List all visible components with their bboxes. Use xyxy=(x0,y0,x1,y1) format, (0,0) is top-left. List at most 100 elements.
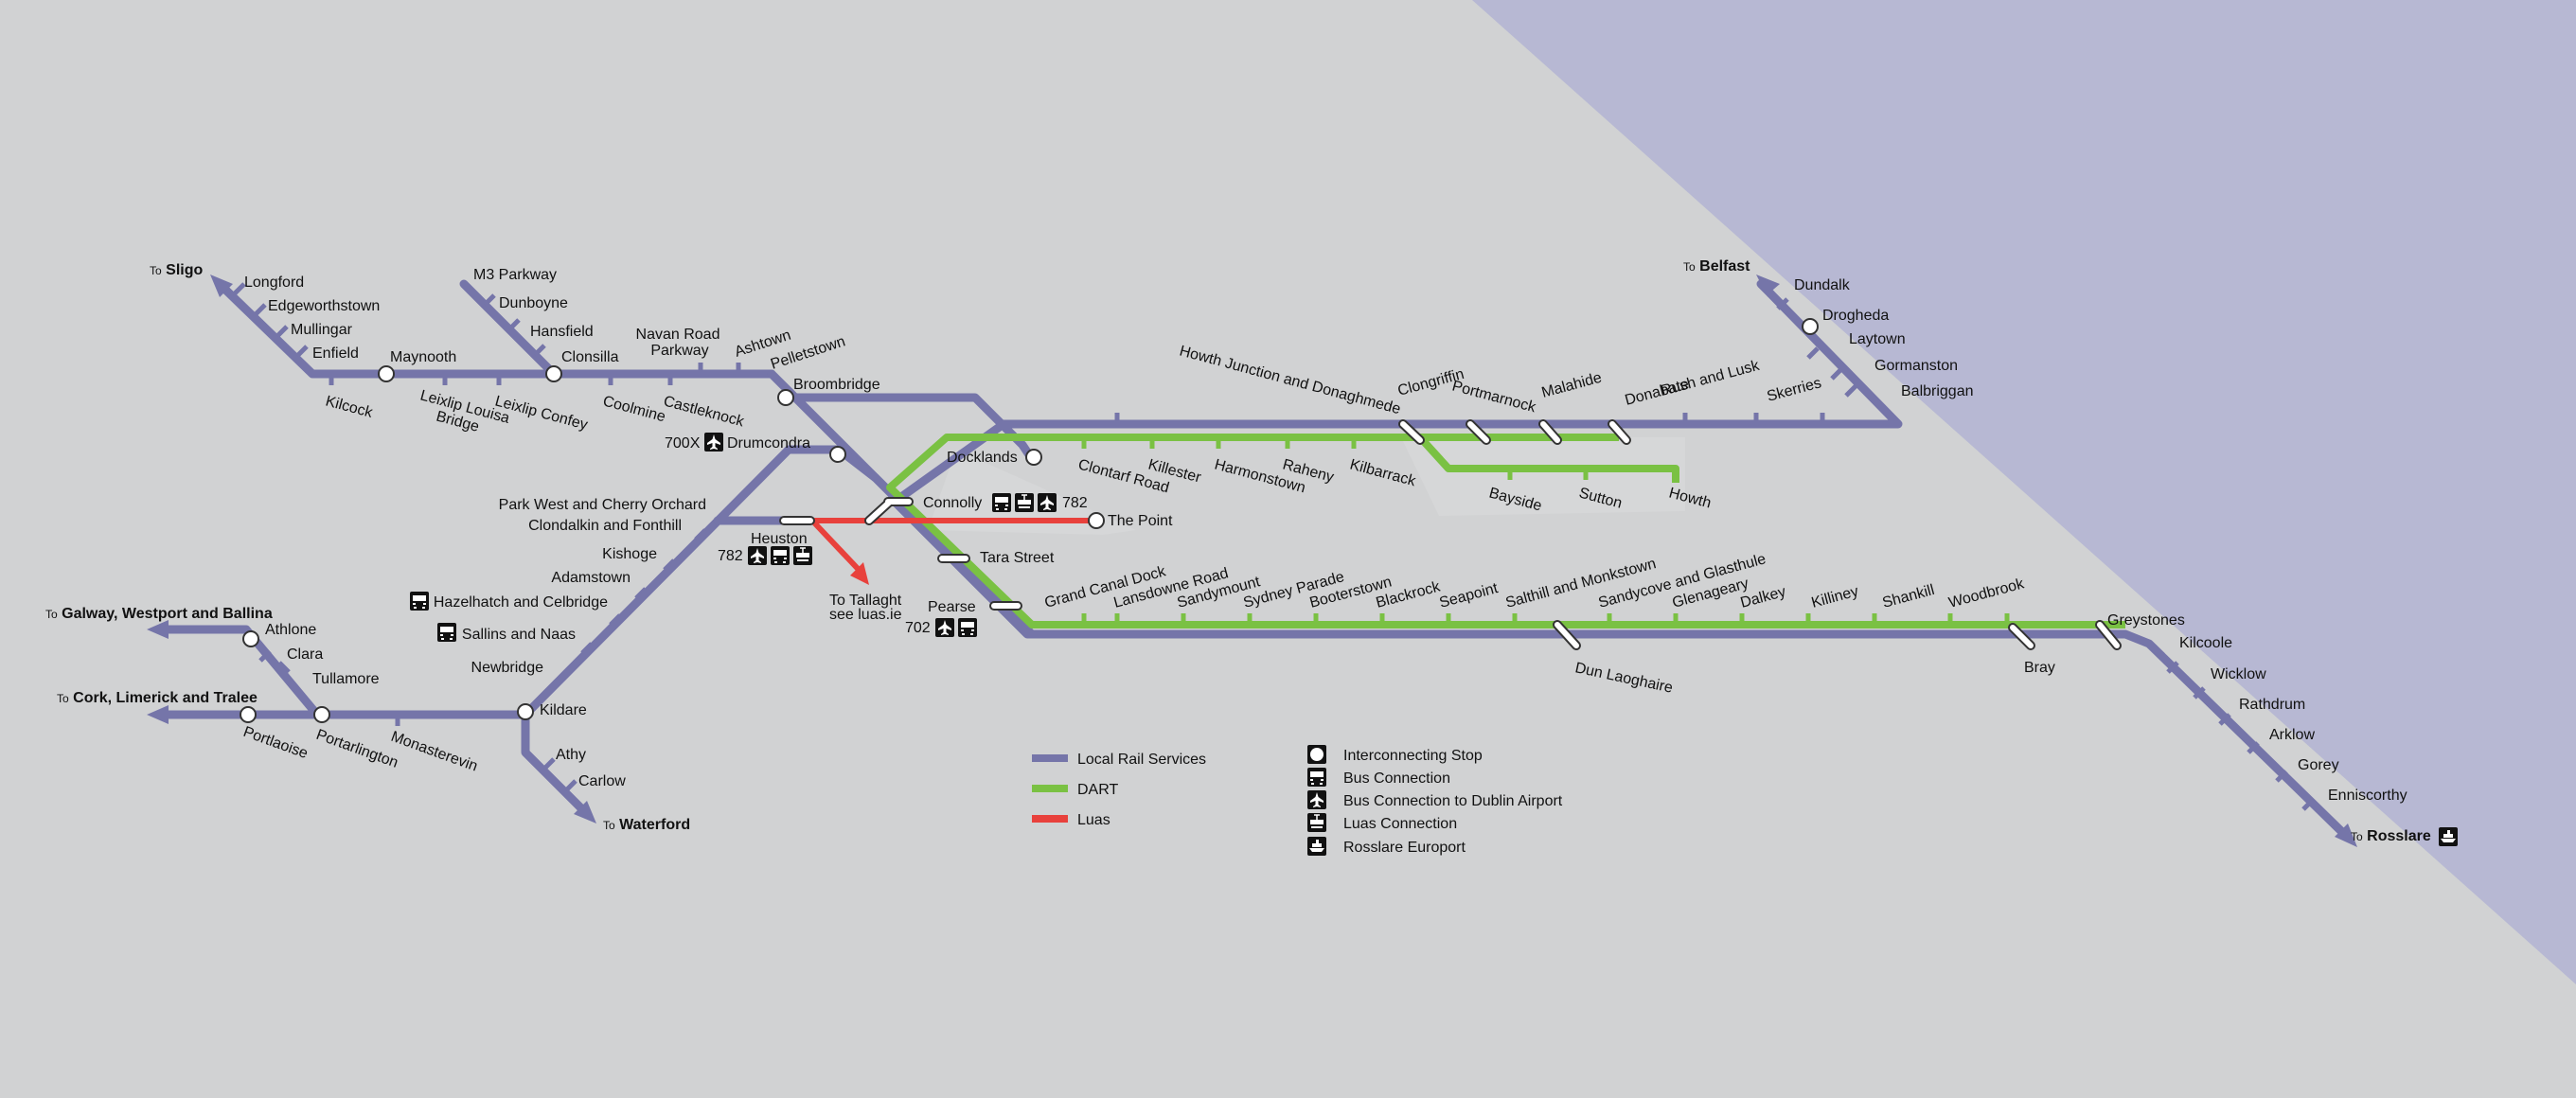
route-heuston: 782 xyxy=(718,548,743,564)
route-connolly: 782 xyxy=(1062,495,1088,511)
station-clara: Clara xyxy=(287,646,323,663)
station-dundalk: Dundalk xyxy=(1794,277,1851,293)
legend-label-local-rail: Local Rail Services xyxy=(1077,752,1206,768)
local-rail-lines xyxy=(156,279,2348,838)
tram-icon xyxy=(1306,812,1327,833)
tram-icon xyxy=(792,545,813,566)
station-mullingar: Mullingar xyxy=(291,322,353,338)
dart-line xyxy=(886,434,2125,629)
destination-rosslare: To Rosslare xyxy=(2351,828,2431,844)
station-tara-street: Tara Street xyxy=(980,550,1055,566)
airplane-icon xyxy=(704,433,723,452)
legend-label-luas-connection: Luas Connection xyxy=(1343,816,1457,832)
station-park-west: Park West and Cherry Orchard xyxy=(499,497,706,513)
station-kilbarrack: Kilbarrack xyxy=(1348,456,1418,489)
interchange-connectors-fill xyxy=(781,421,2120,648)
station-broombridge: Broombridge xyxy=(793,377,880,393)
airplane-icon xyxy=(748,546,767,565)
station-malahide: Malahide xyxy=(1540,370,1604,401)
airplane-icon xyxy=(1038,493,1057,512)
station-monasterevin: Monasterevin xyxy=(389,729,480,775)
station-kilcock: Kilcock xyxy=(324,393,375,421)
legend-label-luas: Luas xyxy=(1077,812,1110,828)
destination-waterford: To Waterford xyxy=(603,817,690,833)
ferry-icon xyxy=(1307,837,1326,856)
airplane-icon xyxy=(1307,790,1326,809)
legend-label-rosslare: Rosslare Europort xyxy=(1343,840,1466,856)
line-arrowheads xyxy=(147,274,2357,847)
interchange-icon xyxy=(1307,745,1326,764)
luas-arrowhead xyxy=(850,562,869,585)
station-drumcondra: Drumcondra xyxy=(727,435,810,452)
station-pearse: Pearse xyxy=(928,599,976,615)
station-howth-junction: Howth Junction and Donaghmede xyxy=(1178,343,1402,417)
station-hazelhatch: Hazelhatch and Celbridge xyxy=(434,594,608,611)
sea-area xyxy=(1472,0,2576,984)
station-coolmine: Coolmine xyxy=(601,393,667,425)
station-kishoge: Kishoge xyxy=(602,546,657,562)
station-portarlington: Portarlington xyxy=(314,727,400,771)
corridor-connolly xyxy=(928,450,1136,535)
dart-ticks xyxy=(1081,437,2010,625)
legend-label-dart: DART xyxy=(1077,782,1118,798)
station-carlow: Carlow xyxy=(578,773,626,789)
bus-icon xyxy=(1307,768,1326,787)
station-killiney: Killiney xyxy=(1810,583,1860,611)
station-arklow: Arklow xyxy=(2269,727,2315,743)
station-shankill: Shankill xyxy=(1881,582,1937,611)
station-balbriggan: Balbriggan xyxy=(1901,383,1974,399)
bus-icon xyxy=(437,623,456,642)
station-gorey: Gorey xyxy=(2298,757,2339,773)
bus-icon xyxy=(410,592,429,611)
route-pearse: 702 xyxy=(905,620,931,636)
station-edgeworthstown: Edgeworthstown xyxy=(268,298,380,314)
station-connolly: Connolly xyxy=(923,495,982,511)
destination-sligo: To Sligo xyxy=(150,262,203,278)
station-tullamore: Tullamore xyxy=(312,671,380,687)
destination-galway: To Galway, Westport and Ballina xyxy=(45,606,273,622)
station-adamstown: Adamstown xyxy=(551,570,631,586)
station-athlone: Athlone xyxy=(265,622,316,638)
station-heuston: Heuston xyxy=(751,531,808,547)
station-m3-parkway: M3 Parkway xyxy=(473,267,557,283)
route-drumcondra: 700X xyxy=(665,435,701,452)
station-rathdrum: Rathdrum xyxy=(2239,697,2305,713)
station-portlaoise: Portlaoise xyxy=(241,724,311,762)
station-kilcoole: Kilcoole xyxy=(2179,635,2232,651)
bus-icon xyxy=(771,546,790,565)
station-skerries: Skerries xyxy=(1766,375,1823,405)
station-woodbrook: Woodbrook xyxy=(1947,576,2027,611)
station-maynooth: Maynooth xyxy=(390,349,456,365)
interchange-stations xyxy=(240,318,1819,723)
corridor-howth xyxy=(1401,437,1685,516)
station-rush-lusk: Rush and Lusk xyxy=(1660,358,1762,399)
luas-line xyxy=(809,518,1098,576)
legend-label-interchange: Interconnecting Stop xyxy=(1343,748,1483,764)
station-newbridge: Newbridge xyxy=(471,660,544,676)
station-clonsilla: Clonsilla xyxy=(561,349,619,365)
station-portmarnock: Portmarnock xyxy=(1450,378,1538,416)
station-seapoint: Seapoint xyxy=(1438,580,1501,611)
airplane-icon xyxy=(935,618,954,637)
station-dunboyne: Dunboyne xyxy=(499,295,568,311)
station-docklands: Docklands xyxy=(947,450,1018,466)
station-hansfield: Hansfield xyxy=(530,324,594,340)
station-bray: Bray xyxy=(2024,660,2055,676)
station-athy: Athy xyxy=(556,747,586,763)
station-ticks xyxy=(233,282,2315,811)
station-gormanston: Gormanston xyxy=(1874,358,1958,374)
station-clondalkin: Clondalkin and Fonthill xyxy=(528,518,682,534)
station-laytown: Laytown xyxy=(1849,331,1906,347)
ferry-icon xyxy=(2439,827,2458,846)
station-wicklow: Wicklow xyxy=(2211,666,2266,682)
station-salthill: Salthill and Monkstown xyxy=(1504,556,1658,611)
legend-label-bus: Bus Connection xyxy=(1343,770,1450,787)
destination-cork: To Cork, Limerick and Tralee xyxy=(57,690,258,706)
tram-icon xyxy=(1014,492,1035,513)
bus-icon xyxy=(958,618,977,637)
legend: Local Rail Services DART Luas Interconne… xyxy=(1032,745,1563,856)
station-sallins: Sallins and Naas xyxy=(462,627,576,643)
